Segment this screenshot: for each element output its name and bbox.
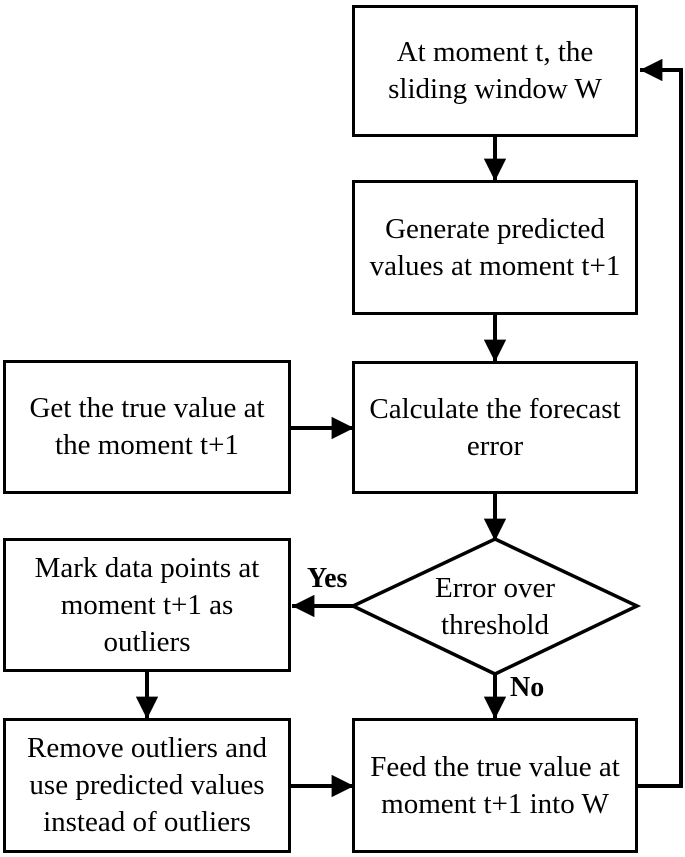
- node-text-line: use predicted values: [29, 769, 265, 801]
- yes-branch-label: Yes: [307, 563, 348, 594]
- node-decision-text: Error over threshold: [367, 544, 623, 670]
- node-text-line: Remove outliers and: [26, 732, 267, 764]
- node-text-line: outliers: [103, 625, 191, 658]
- node-text-line: At moment t, the: [396, 36, 594, 68]
- node-text-line: moment t+1 as: [60, 588, 234, 621]
- node-text-line: moment t+1 into W: [381, 787, 609, 820]
- node-mark-outliers: Mark data points at moment t+1 as outlie…: [3, 538, 291, 672]
- node-text-line: values at moment t+1: [369, 249, 621, 282]
- no-branch-label: No: [510, 672, 545, 703]
- node-remove-outliers: Remove outliers and use predicted values…: [3, 718, 291, 853]
- node-feed-window: Feed the true value at moment t+1 into W: [352, 718, 638, 853]
- node-text-line: instead of outliers: [43, 806, 251, 838]
- node-text-line: the moment t+1: [55, 429, 239, 461]
- node-text-line: error: [466, 429, 524, 462]
- node-text-line: Mark data points at: [34, 551, 260, 584]
- node-text-line: Calculate the forecast: [369, 392, 621, 425]
- node-text-line: Generate predicted: [385, 212, 605, 245]
- node-text-line: Get the true value at: [29, 392, 265, 424]
- node-text-line: Feed the true value at: [370, 750, 620, 783]
- node-get-true-value: Get the true value at the moment t+1: [3, 360, 291, 494]
- node-text-line: threshold: [441, 609, 549, 641]
- node-text-line: sliding window W: [388, 73, 602, 105]
- node-sliding-window: At moment t, the sliding window W: [352, 5, 638, 137]
- node-generate-predicted: Generate predicted values at moment t+1: [352, 180, 638, 315]
- arrow-feed-loop-to-sliding: [636, 58, 683, 788]
- node-text-line: Error over: [435, 572, 555, 604]
- node-calculate-error: Calculate the forecast error: [352, 361, 638, 494]
